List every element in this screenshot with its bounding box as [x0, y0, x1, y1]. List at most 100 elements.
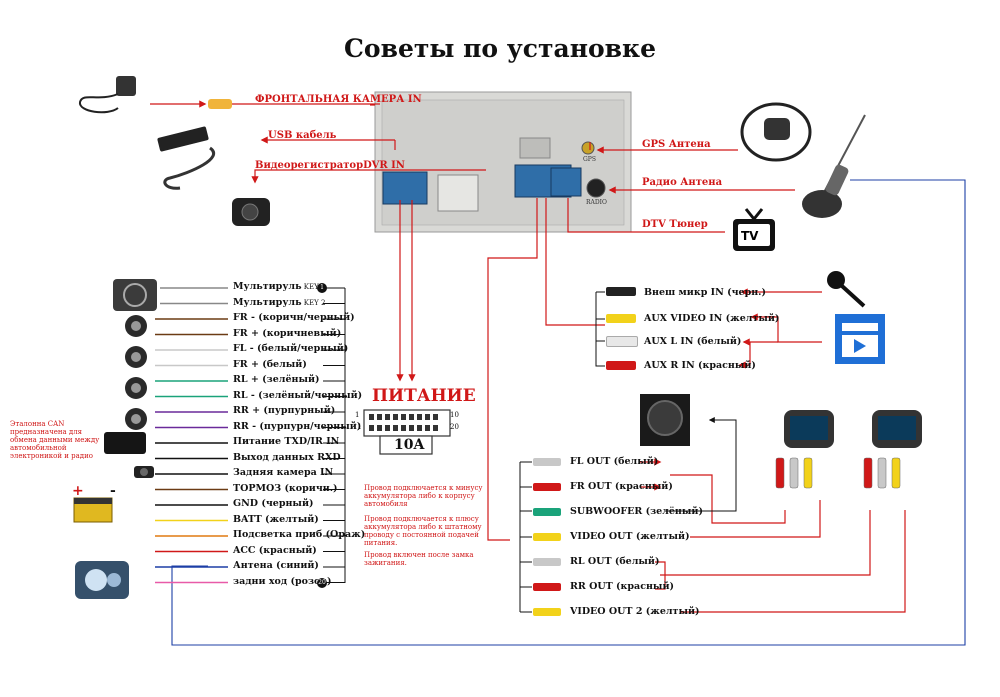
gps-antenna-label: GPS Антена [642, 139, 711, 150]
monitor-rca-plug [863, 457, 873, 489]
harness-label: RL + (зелёный) [233, 375, 320, 385]
harness-label-main: задни ход (розов) [233, 575, 332, 587]
subwoofer-icon [640, 394, 690, 446]
gnd-note: Провод подключается к плюсу аккумулятора… [364, 515, 482, 548]
harness-label: Мультируль KEY 1 [233, 282, 325, 292]
batt-note: Провод подключается к минусу аккумулятор… [364, 484, 483, 509]
harness-label: ТОРМОЗ (коричн.) [233, 482, 338, 494]
harness-label: Антена (синий) [233, 561, 319, 571]
pin-number-mark: 1 [317, 283, 327, 293]
speaker-group [125, 315, 147, 430]
battery-minus-mark: - [110, 483, 116, 499]
output-rca-plug-icon [533, 558, 561, 566]
output-rca-plug-icon [533, 583, 561, 591]
battery-icon [73, 497, 113, 523]
aux-input-label: AUX L IN (белый) [644, 336, 742, 347]
speaker-icon [125, 377, 147, 399]
pin-10-mark: 10 [450, 411, 459, 419]
front-camera-label: ФРОНТАЛЬНАЯ КАМЕРА IN [255, 94, 422, 105]
harness-label: FR + (коричневый) [233, 328, 341, 339]
can-note: Эталонна CAN предназначена для обмена да… [10, 420, 100, 461]
harness-label-main: Мультируль [233, 296, 302, 308]
output-label: FL OUT (белый) [570, 456, 659, 467]
harness-label: ACC (красный) [233, 544, 317, 556]
output-rca-plug-icon [533, 458, 561, 466]
harness-label: FR - (коричн/черный) [233, 313, 355, 323]
speaker-icon [125, 408, 147, 430]
battery-plus-mark: + [72, 483, 84, 499]
harness-label-main: RR + (пурпурный) [233, 405, 336, 416]
radio-port-mark: RADIO [586, 199, 607, 206]
aux-r-jack-icon [606, 361, 636, 370]
output-label: RL OUT (белый) [570, 556, 660, 567]
monitor-rca-plug [877, 457, 887, 489]
harness-label-main: GND (черный) [233, 498, 314, 509]
output-label: VIDEO OUT 2 (желтый) [570, 606, 700, 617]
output-label: FR OUT (красный) [570, 481, 673, 492]
tv-icon-text: TV [741, 229, 759, 243]
harness-label: Питание TXD/IR IN [233, 437, 339, 447]
harness-label-key: KEY 2 [301, 298, 326, 307]
monitor-rca-plugs [775, 457, 901, 489]
fuse-label: 10A [394, 437, 425, 453]
rear-camera-icon [134, 466, 154, 478]
harness-label: Подсветка приб (Орaж) [233, 530, 365, 540]
speaker-icon [125, 346, 147, 368]
harness-label: RL - (зелёный/черный) [233, 389, 363, 401]
output-label: SUBWOOFER (зелёный) [570, 506, 703, 517]
headrest-monitor-icon [784, 410, 834, 448]
pin-number-mark: 20 [317, 577, 327, 588]
output-label: VIDEO OUT (желтый) [570, 531, 690, 542]
harness-label-main: FR - (коричн/черный) [233, 312, 355, 323]
aux-input-label: AUX R IN (красный) [644, 360, 756, 371]
pin-1-mark: 1 [355, 411, 360, 419]
harness-label-main: RL - (зелёный/черный) [233, 389, 363, 401]
harness-label: GND (черный) [233, 499, 314, 509]
harness-label-main: FL - (белый/черный) [233, 343, 349, 354]
dvr-label: ВидеорегистраторDVR IN [255, 160, 405, 171]
gps-antenna-icon [740, 102, 812, 162]
microphone-icon [827, 271, 866, 308]
harness-label-main: ТОРМОЗ (коричн.) [233, 482, 338, 494]
monitor-rca-plug [775, 457, 785, 489]
output-rca-plug-icon [533, 533, 561, 541]
harness-label-main: Подсветка приб (Орaж) [233, 529, 366, 540]
headlight-icon [75, 561, 129, 599]
harness-label-main: Антена (синий) [233, 560, 319, 571]
page-title: Советы по установке [344, 34, 656, 63]
harness-label-main: Выход данных RXD [233, 451, 341, 463]
harness-label-key: KEY 1 [301, 283, 326, 291]
monitor-rca-plug [803, 457, 813, 489]
harness-label: RR + (пурпурный) [233, 406, 335, 416]
harness-label: RR - (пурпурн/черный) [233, 420, 362, 432]
harness-label: Мультируль KEY 2 [233, 296, 326, 308]
output-rca-plug-icon [533, 508, 561, 516]
harness-label: FR + (белый) [233, 358, 307, 370]
output-rca-plug-icon [533, 608, 561, 616]
harness-label-main: Питание TXD/IR IN [233, 436, 340, 447]
harness-label-main: FR + (белый) [233, 358, 307, 370]
output-rca-plug-icon [533, 483, 561, 491]
harness-label-main: RR - (пурпурн/черный) [233, 420, 362, 432]
harness-label-main: Мультируль [233, 281, 302, 292]
harness-label-main: Задняя камера IN [233, 467, 334, 478]
usb-cable-label: USB кабель [268, 130, 337, 141]
harness-label: BATT (желтый) [233, 514, 319, 525]
camera-module-icon [79, 76, 136, 114]
aux-l-jack-icon [606, 336, 638, 347]
aux-input-label: AUX VIDEO IN (желтый) [644, 313, 780, 324]
aux-video-jack-icon [606, 314, 636, 323]
harness-label: Выход данных RXD [233, 451, 341, 463]
video-clapper-icon [835, 314, 885, 364]
output-label: RR OUT (красный) [570, 581, 674, 592]
harness-label: задни ход (розов) [233, 575, 332, 587]
monitor-rca-plug [789, 457, 799, 489]
harness-label: Задняя камера IN [233, 468, 333, 478]
speaker-icon [125, 315, 147, 337]
power-connector [363, 409, 451, 455]
harness-label-main: ACC (красный) [233, 544, 317, 556]
pin-20-mark: 20 [450, 423, 459, 431]
aux-input-label: Внеш микр IN (черн.) [644, 287, 766, 298]
